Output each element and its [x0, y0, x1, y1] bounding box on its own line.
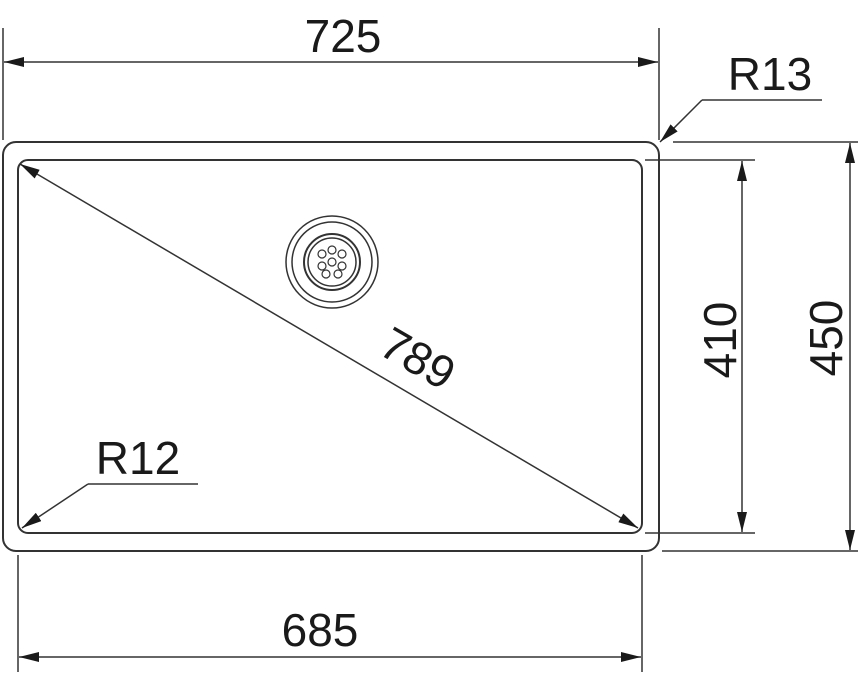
outer-radius-label: R13 — [728, 48, 812, 100]
overall-depth-label: 450 — [800, 300, 852, 377]
diagonal-label: 789 — [372, 316, 464, 399]
inner-width-label: 685 — [282, 604, 359, 656]
outer-radius-leader — [659, 99, 822, 143]
inner-depth-label: 410 — [694, 302, 746, 379]
overall-width-dimension — [2, 28, 660, 140]
inner-width-dimension — [17, 555, 643, 672]
outer-rim-outline — [2, 141, 660, 552]
overall-depth-dimension — [662, 141, 858, 552]
inner-bowl-outline — [17, 159, 643, 534]
drain-icon — [285, 215, 379, 309]
diagonal-dimension — [19, 163, 639, 529]
inner-depth-dimension — [645, 159, 755, 534]
inner-radius-leader — [21, 483, 198, 529]
inner-radius-label: R12 — [96, 432, 180, 484]
overall-width-label: 725 — [305, 10, 382, 62]
